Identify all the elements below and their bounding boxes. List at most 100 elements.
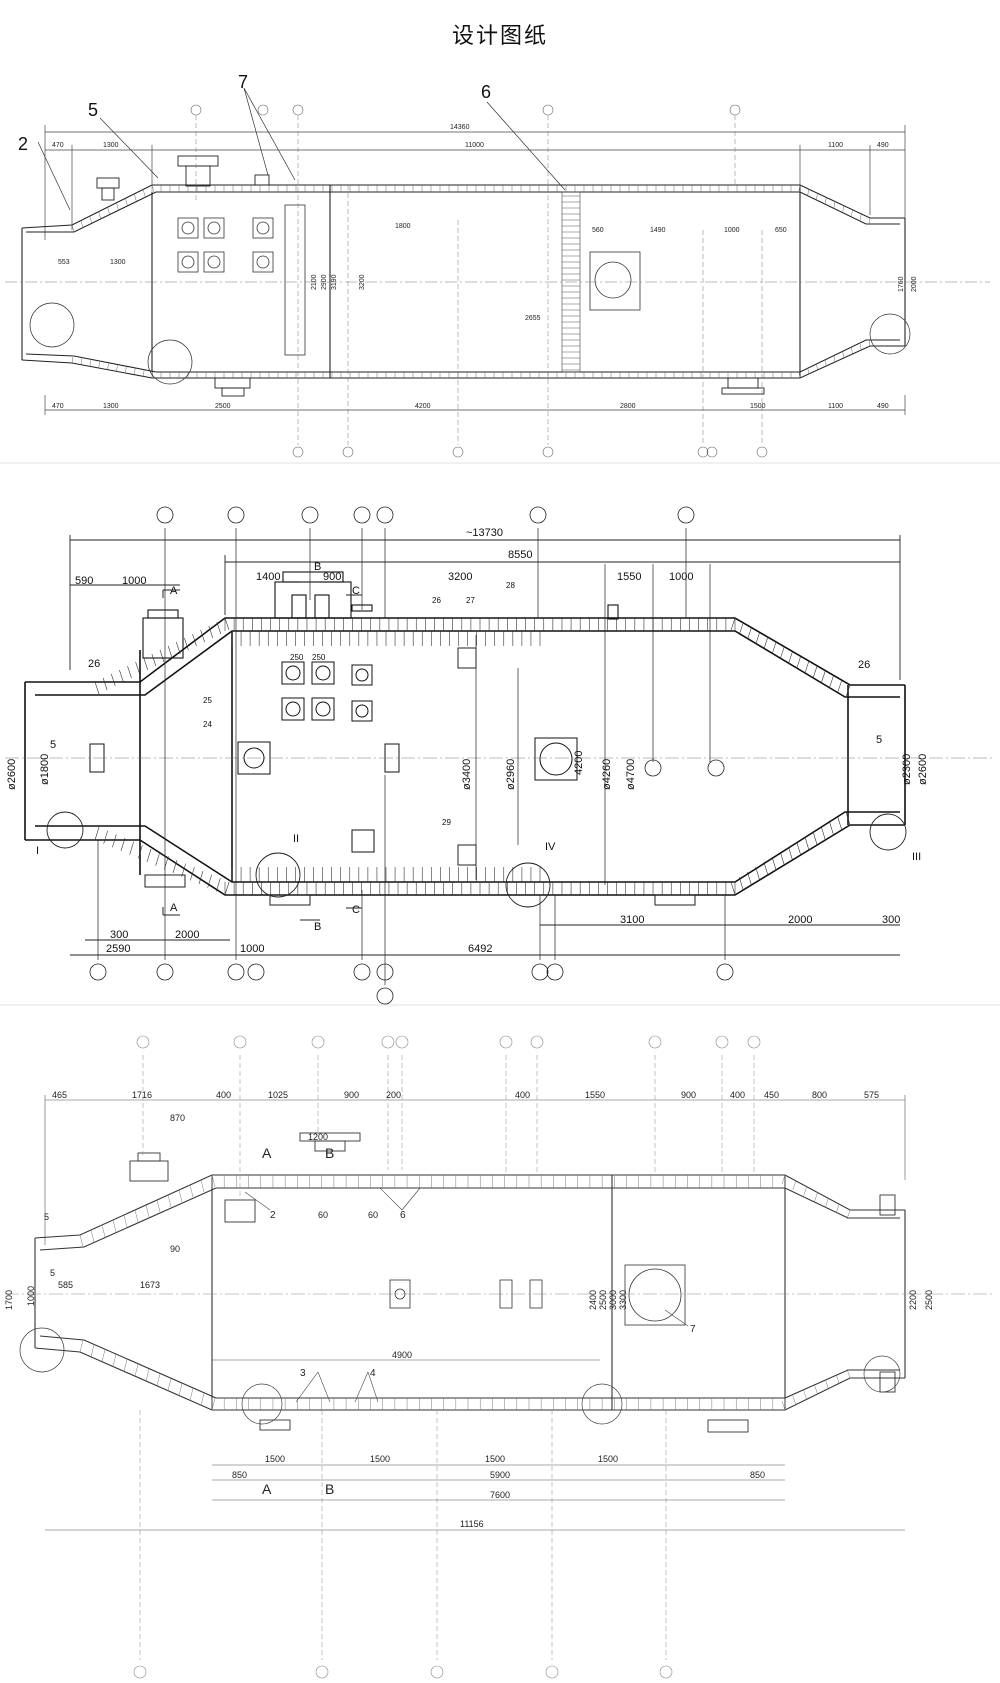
- detail-circles: [46, 811, 907, 908]
- brick-joint: [119, 669, 124, 683]
- brick-joint: [835, 1204, 840, 1214]
- dim-label: 300: [110, 929, 128, 941]
- dim-label: 5: [44, 1212, 49, 1222]
- brick-joint: [112, 1354, 117, 1367]
- brick-joint: [807, 189, 809, 196]
- dim-label: 1400: [256, 571, 280, 583]
- dim-vertical: 2200: [908, 1290, 918, 1310]
- grid-marker: [311, 1035, 325, 1049]
- part-number: 2: [270, 1210, 276, 1221]
- brick-joint: [145, 1368, 150, 1382]
- dim-label: 560: [592, 227, 604, 234]
- dim-label: 900: [681, 1090, 696, 1100]
- dim-label: 1500: [265, 1454, 285, 1464]
- part-number: 3: [300, 1368, 306, 1379]
- brick-joint: [101, 1349, 106, 1362]
- brick-joint: [89, 216, 93, 224]
- dim-label: 2590: [106, 943, 130, 955]
- grid-marker: [716, 963, 734, 981]
- brick-joint: [860, 213, 862, 220]
- brick-joint: [798, 184, 801, 192]
- grid-marker: [376, 987, 394, 1005]
- reference-lines: [97, 528, 726, 985]
- grid-marker: [499, 1035, 513, 1049]
- brick-joint: [94, 826, 100, 841]
- brick-joint: [200, 629, 205, 643]
- section-mark: B: [325, 1145, 334, 1161]
- brick-joint: [156, 1199, 161, 1213]
- grid-marker: [376, 506, 394, 524]
- grid-marker: [756, 446, 768, 458]
- brick-joint: [211, 1397, 216, 1411]
- grid-markers: [133, 1035, 761, 1679]
- section-mark: A: [262, 1481, 272, 1497]
- brick-joint: [134, 1364, 139, 1377]
- dim-label: 2800: [620, 403, 636, 410]
- grid-marker: [136, 1035, 150, 1049]
- grid-marker: [531, 963, 549, 981]
- brick-joint: [125, 198, 128, 206]
- dim-label: 470: [52, 403, 64, 410]
- brick-joint: [172, 859, 178, 874]
- dim-label: 5: [50, 1268, 55, 1278]
- dim-vertical: 3190: [331, 274, 338, 290]
- brick-joint: [103, 830, 108, 844]
- brick-joint: [738, 622, 744, 635]
- vessel-outline: [21, 184, 906, 379]
- brick-joint: [825, 1379, 829, 1389]
- dim-overall: 14360: [450, 124, 470, 131]
- reference-lines: [139, 1055, 755, 1660]
- detail-label: III: [912, 851, 921, 863]
- brick-joint: [846, 1368, 851, 1379]
- callout-2: 2: [18, 134, 28, 154]
- brick-joint: [142, 370, 145, 377]
- brick-joint: [125, 366, 127, 374]
- brick-joint: [127, 665, 132, 679]
- brick-joint: [123, 1359, 128, 1372]
- grid-marker: [247, 963, 265, 981]
- brick-joint: [133, 193, 137, 201]
- brick-joint: [90, 1344, 95, 1357]
- dim-label: 553: [58, 259, 70, 266]
- grid-marker: [301, 506, 319, 524]
- brick-joint: [156, 1373, 161, 1386]
- brick-joint: [747, 627, 752, 640]
- brick-joint: [812, 665, 818, 678]
- brick-joint: [190, 867, 195, 881]
- brick-joint: [129, 841, 134, 855]
- detail-label: II: [293, 833, 299, 845]
- grid-marker: [353, 506, 371, 524]
- brick-joint: [771, 641, 777, 655]
- brick-joint: [788, 846, 793, 861]
- section-mark: A: [170, 585, 178, 597]
- part-number: 26: [432, 596, 441, 605]
- brick-joint: [781, 1400, 786, 1411]
- dim-label: 1025: [268, 1090, 288, 1100]
- dim-label: 1300: [110, 259, 126, 266]
- dim-label: 11156: [460, 1519, 484, 1529]
- dim-label: 90: [170, 1244, 180, 1254]
- brick-joint: [189, 1388, 194, 1401]
- grid-marker: [89, 963, 107, 981]
- section-mark: A: [170, 902, 178, 914]
- sheet-divider: [0, 462, 1000, 464]
- section-mark: C: [352, 904, 360, 916]
- dim-vertical: 3300: [618, 1290, 628, 1310]
- dim-label: 2000: [175, 929, 199, 941]
- grid-marker: [715, 1035, 729, 1049]
- dim-label: 300: [882, 914, 900, 926]
- brick-joint: [804, 660, 810, 674]
- part-number: 25: [203, 696, 212, 705]
- brick-joint: [814, 1384, 818, 1395]
- dim-label: 250: [290, 653, 304, 662]
- grid-marker: [452, 446, 464, 458]
- dim-label: 1500: [370, 1454, 390, 1464]
- dim-label: 900: [344, 1090, 359, 1100]
- brick-joint: [175, 641, 181, 655]
- brick-joint: [792, 1180, 797, 1190]
- grid-marker: [257, 104, 269, 116]
- dim-vertical: ø3400: [461, 759, 473, 790]
- grid-marker: [545, 1665, 559, 1679]
- vessel-outline: [34, 1174, 906, 1411]
- brick-joint: [825, 197, 827, 204]
